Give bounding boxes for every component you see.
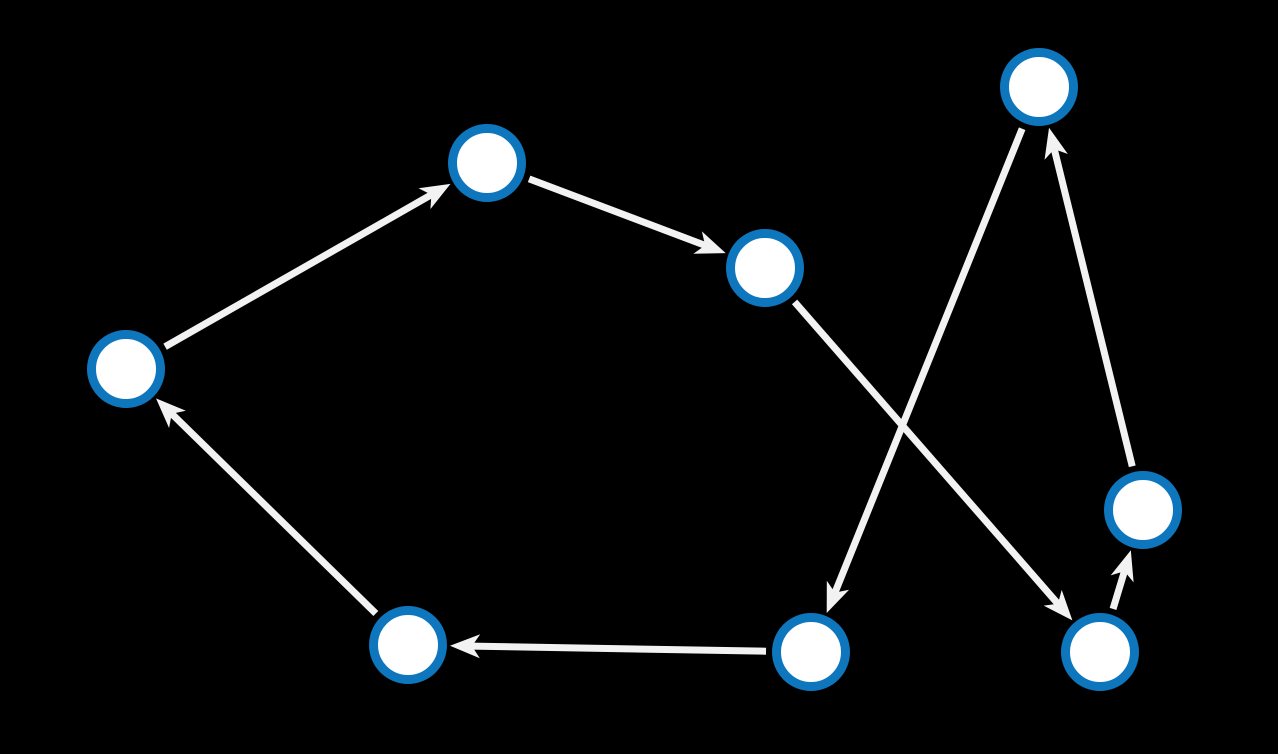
graph-node-n6[interactable] [369, 606, 447, 684]
nodes-layer [87, 48, 1182, 691]
graph-edge-n6-to-n1[interactable] [169, 411, 379, 617]
node-circle-n3[interactable] [726, 229, 804, 307]
node-circle-n1[interactable] [87, 330, 165, 408]
graph-node-n8[interactable] [1061, 613, 1139, 691]
graph-edge-n7-to-n4[interactable] [831, 127, 1026, 594]
arrowhead-icon-n3-to-n8 [1043, 589, 1073, 621]
graph-node-n2[interactable] [448, 124, 526, 202]
graph-node-n5[interactable] [1104, 471, 1182, 549]
arrowhead-icon-n6-to-n1 [156, 398, 186, 428]
edges-layer [156, 127, 1136, 659]
graph-edge-n3-to-n8[interactable] [791, 299, 1061, 607]
arrowhead-icon-n7-to-n4 [826, 580, 850, 614]
graph-edge-n1-to-n2[interactable] [163, 191, 434, 350]
node-circle-n8[interactable] [1061, 613, 1139, 691]
graph-node-n3[interactable] [726, 229, 804, 307]
graph-edge-n2-to-n3[interactable] [527, 175, 707, 249]
graph-edge-n4-to-n6[interactable] [471, 642, 767, 655]
arrowhead-icon-n8-to-n5 [1110, 550, 1134, 583]
graph-node-n4[interactable] [772, 613, 850, 691]
node-circle-n5[interactable] [1104, 471, 1182, 549]
node-circle-n2[interactable] [448, 124, 526, 202]
graph-edge-n5-to-n7[interactable] [1050, 148, 1136, 468]
arrowhead-icon-n5-to-n7 [1044, 127, 1068, 160]
arrowhead-icon-n4-to-n6 [449, 634, 481, 659]
node-circle-n7[interactable] [1000, 48, 1078, 126]
graph-node-n7[interactable] [1000, 48, 1078, 126]
arrowhead-icon-n1-to-n2 [418, 183, 451, 210]
node-circle-n6[interactable] [369, 606, 447, 684]
graph-node-n1[interactable] [87, 330, 165, 408]
arrowhead-icon-n2-to-n3 [693, 231, 726, 254]
graph-edge-n8-to-n5[interactable] [1109, 570, 1128, 610]
node-circle-n4[interactable] [772, 613, 850, 691]
